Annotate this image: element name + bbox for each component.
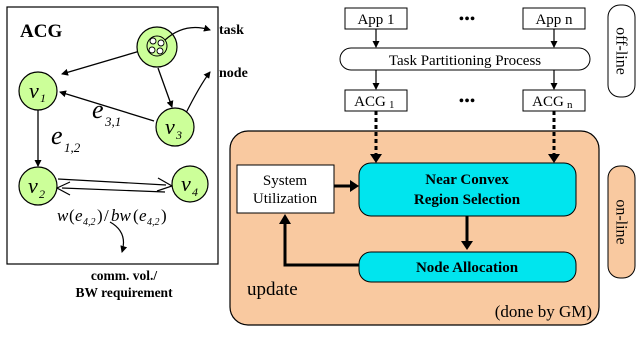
app-n-label: App n — [535, 12, 573, 28]
acg-n-label: ACG — [532, 94, 564, 110]
acg-panel: ACG task node v — [6, 6, 248, 265]
edge-label-e31-base: e — [92, 95, 104, 124]
node-v3: v 3 — [155, 107, 195, 147]
edge-cluster-v3 — [157, 67, 174, 108]
node-label: node — [219, 66, 248, 81]
node-v2-base: v — [28, 173, 38, 198]
edge-cluster-v1 — [61, 50, 141, 76]
online-tag-box — [607, 165, 636, 279]
node-v4: v 4 — [171, 165, 209, 203]
ncrs-line1: Near Convex — [425, 172, 509, 188]
node-v2: v 2 — [18, 166, 58, 206]
partition-process-label: Task Partitioning Process — [389, 53, 541, 69]
task-cluster-node — [136, 26, 178, 68]
weight-bw-sub: 4,2 — [147, 217, 160, 228]
node-v3-base: v — [165, 114, 175, 139]
node-v4-sub: 4 — [192, 185, 198, 199]
weight-paren-open-2: ( — [133, 206, 139, 225]
dashed-arrow-acgn-head — [548, 154, 560, 163]
node-v2-sub: 2 — [39, 187, 45, 201]
node-v1-sub: 1 — [40, 91, 46, 105]
arrow-ncrs-node-allocation-head — [461, 241, 473, 250]
app-1-label: App 1 — [357, 12, 394, 28]
update-label: update — [247, 279, 298, 300]
arrow-sysutil-ncrs-head — [350, 180, 359, 192]
edge-v2-v4-upper — [57, 178, 167, 186]
ncrs-line2: Region Selection — [414, 192, 521, 208]
ncrs-box — [358, 162, 577, 217]
update-feedback-arrow — [283, 222, 359, 267]
weight-paren-close-1: ) — [97, 206, 103, 225]
edge-v4-v2-lower — [61, 187, 166, 193]
node-v1: v 1 — [18, 71, 58, 111]
node-v1-base: v — [29, 78, 39, 103]
weight-e-2: e — [139, 206, 147, 225]
acg-title: ACG — [20, 21, 62, 42]
weight-bw: bw — [111, 206, 132, 225]
edge-label-e12-base: e — [51, 121, 63, 150]
online-tag-label: on-line — [613, 199, 630, 244]
update-feedback-arrow-head — [279, 214, 291, 224]
acg-1-sub: 1 — [389, 99, 395, 111]
dashed-arrow-acg1-head — [370, 154, 382, 163]
weight-slash: / — [104, 206, 109, 225]
weight-paren-close-2: ) — [161, 206, 167, 225]
app-ellipsis: ••• — [459, 11, 476, 28]
weight-w-sub: 4,2 — [83, 217, 96, 228]
offline-tag-box — [607, 4, 636, 98]
comm-note-line1: comm. vol./ — [91, 268, 158, 283]
task-label: task — [219, 23, 244, 38]
offline-tag-label: off-line — [613, 27, 630, 75]
acg-1-label: ACG — [354, 94, 386, 110]
edge-label-e12-sub: 1,2 — [64, 140, 81, 155]
node-v4-base: v — [181, 171, 191, 196]
task-callout-arrow — [164, 24, 211, 41]
weight-label: w ( e 4,2 ) / bw ( e 4,2 ) — [57, 206, 167, 228]
node-callout-arrow — [184, 71, 211, 116]
partition-process-box — [339, 47, 591, 71]
comm-note-arrow — [109, 221, 128, 253]
system-utilization-line2: Utilization — [253, 191, 318, 207]
done-by-label: (done by GM) — [495, 302, 592, 321]
node-v3-sub: 3 — [175, 128, 182, 142]
node-allocation-box — [358, 251, 577, 283]
weight-w: w — [57, 206, 69, 225]
weight-e-1: e — [75, 206, 83, 225]
system-utilization-box — [236, 164, 335, 214]
node-allocation-label: Node Allocation — [416, 260, 519, 276]
weight-paren-open-1: ( — [69, 206, 75, 225]
edge-v3-v1 — [59, 90, 155, 122]
acg-n-sub: n — [567, 99, 573, 111]
acg-ellipsis: ••• — [459, 93, 476, 110]
system-utilization-line1: System — [263, 173, 308, 189]
comm-note-line2: BW requirement — [75, 285, 173, 300]
edge-label-e31-sub: 3,1 — [104, 114, 121, 129]
